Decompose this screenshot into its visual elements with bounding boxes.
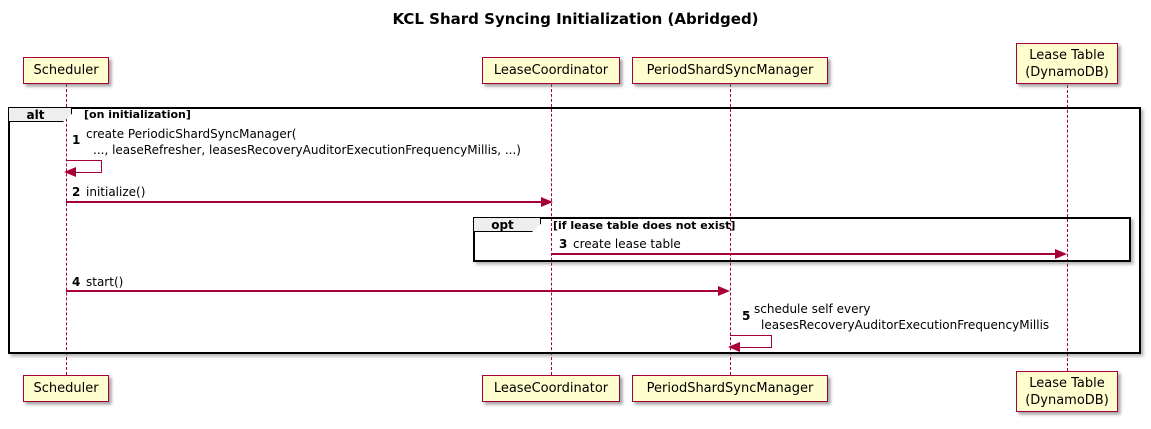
opt-fragment-frame xyxy=(473,217,1131,262)
participant-label: PeriodShardSyncManager xyxy=(646,381,814,396)
participant-label: Scheduler xyxy=(33,63,99,78)
message-1-text-line1: create PeriodicShardSyncManager( xyxy=(86,127,297,141)
opt-operator-label: opt xyxy=(491,217,514,232)
participant-lease-coordinator-top: LeaseCoordinator xyxy=(482,57,620,84)
message-5-text-line2: leasesRecoveryAuditorExecutionFrequencyM… xyxy=(761,318,1050,332)
message-5-arrowhead xyxy=(728,342,740,352)
participant-label-line2: (DynamoDB) xyxy=(1025,64,1109,80)
lifeline-period-shard-sync-manager xyxy=(730,84,731,375)
participant-label: PeriodShardSyncManager xyxy=(646,63,814,78)
message-2-line xyxy=(66,201,545,203)
participant-label-line1: Lease Table xyxy=(1029,47,1105,63)
participant-lease-table-top: Lease Table (DynamoDB) xyxy=(1016,43,1118,84)
message-4-number: 4 xyxy=(72,275,81,289)
message-5-text-line1: schedule self every xyxy=(754,302,871,316)
alt-operator-label: alt xyxy=(26,107,45,122)
participant-lease-table-bottom: Lease Table (DynamoDB) xyxy=(1016,371,1118,412)
message-4-line xyxy=(66,290,720,292)
participant-scheduler-top: Scheduler xyxy=(23,57,109,84)
participant-label-line2: (DynamoDB) xyxy=(1025,392,1109,408)
alt-fragment-operator: alt xyxy=(8,107,72,122)
lifeline-lease-coordinator xyxy=(551,84,552,375)
message-2-text: initialize() xyxy=(86,185,146,199)
lifeline-scheduler xyxy=(66,84,67,375)
participant-label: LeaseCoordinator xyxy=(493,381,609,396)
message-1-text-line2: ..., leaseRefresher, leasesRecoveryAudit… xyxy=(93,143,521,157)
participant-period-shard-sync-manager-top: PeriodShardSyncManager xyxy=(632,57,828,84)
participant-label-line1: Lease Table xyxy=(1029,375,1105,391)
message-1-number: 1 xyxy=(72,133,81,147)
message-2-arrowhead xyxy=(541,197,553,207)
message-5-self-arrow xyxy=(730,335,772,348)
message-1-self-arrow xyxy=(66,160,102,173)
message-5-number: 5 xyxy=(742,309,751,323)
lifeline-lease-table xyxy=(1067,85,1068,371)
alt-fragment-frame xyxy=(8,107,1141,354)
participant-label: Scheduler xyxy=(33,381,99,396)
opt-fragment-guard: [if lease table does not exist] xyxy=(553,219,736,232)
message-3-line xyxy=(551,253,1057,255)
message-3-number: 3 xyxy=(559,237,568,251)
message-2-number: 2 xyxy=(72,185,81,199)
message-4-text: start() xyxy=(86,275,124,289)
participant-label: LeaseCoordinator xyxy=(493,63,609,78)
message-4-arrowhead xyxy=(718,286,730,296)
message-3-text: create lease table xyxy=(573,237,681,251)
opt-fragment-operator: opt xyxy=(473,217,541,232)
message-3-arrowhead xyxy=(1055,249,1067,259)
participant-scheduler-bottom: Scheduler xyxy=(23,375,109,402)
alt-fragment-guard: [on initialization] xyxy=(84,108,191,121)
message-1-arrowhead xyxy=(64,167,76,177)
participant-lease-coordinator-bottom: LeaseCoordinator xyxy=(482,375,620,402)
participant-period-shard-sync-manager-bottom: PeriodShardSyncManager xyxy=(632,375,828,402)
diagram-title: KCL Shard Syncing Initialization (Abridg… xyxy=(392,10,759,28)
